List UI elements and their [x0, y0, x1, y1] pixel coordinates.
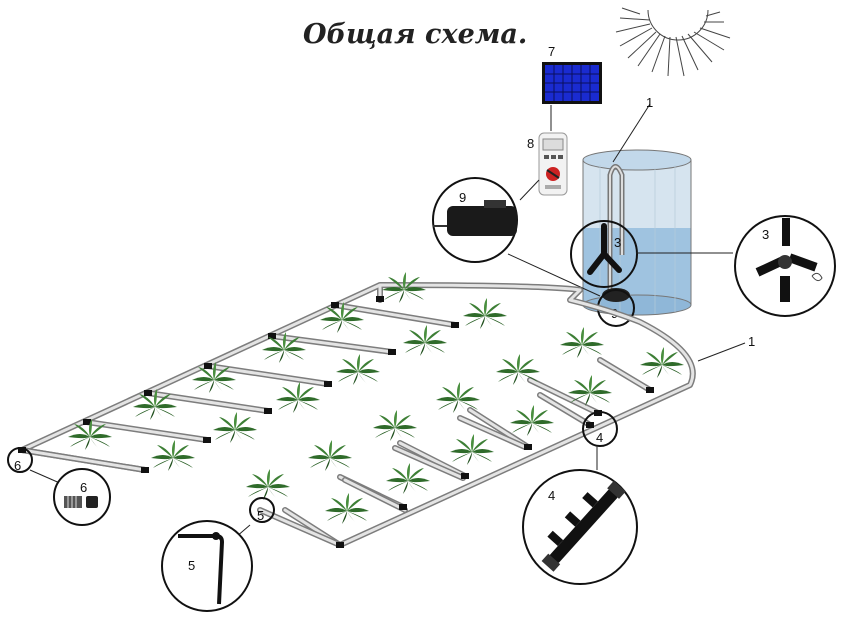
label-end-plug-detail: 6 [80, 480, 87, 495]
label-tee: 3 [614, 235, 621, 250]
label-dripper: 5 [257, 508, 264, 523]
tee-detail-icon [755, 218, 823, 302]
connector-callout [582, 411, 618, 447]
label-pump: 9 [459, 190, 466, 205]
controller-wire [519, 179, 540, 201]
label-controller: 8 [527, 136, 534, 151]
dripper-detail-icon [178, 532, 225, 605]
label-end-plug: 6 [14, 458, 21, 473]
label-pipe-right: 1 [748, 334, 755, 349]
controller [538, 132, 568, 196]
label-connector-detail: 4 [548, 488, 555, 503]
water-tank [582, 149, 692, 316]
end-plug-detail-icon [64, 496, 98, 508]
dripper-callout [249, 497, 275, 523]
label-tee-detail: 3 [762, 227, 769, 242]
label-solar-panel: 7 [548, 44, 555, 59]
leader-pipe-top [612, 103, 651, 163]
tee-callout [570, 220, 638, 288]
dripper-detail-callout [161, 520, 253, 612]
tee-icon [587, 223, 622, 275]
label-dripper-detail: 5 [188, 558, 195, 573]
right-laterals [257, 357, 653, 548]
label-pipe-top: 1 [646, 95, 653, 110]
leader-end-plug [29, 469, 63, 485]
leader-pipe-right [697, 342, 746, 362]
solar-panel [542, 62, 602, 104]
connector-detail-icon [541, 480, 626, 572]
label-connector: 4 [596, 430, 603, 445]
diagram-title: Общая схема. [303, 19, 527, 50]
sun-icon [615, 7, 731, 77]
left-laterals [19, 302, 458, 473]
pump-icon [433, 200, 517, 236]
leader-pump [507, 253, 601, 297]
end-plug-callout [7, 447, 33, 473]
